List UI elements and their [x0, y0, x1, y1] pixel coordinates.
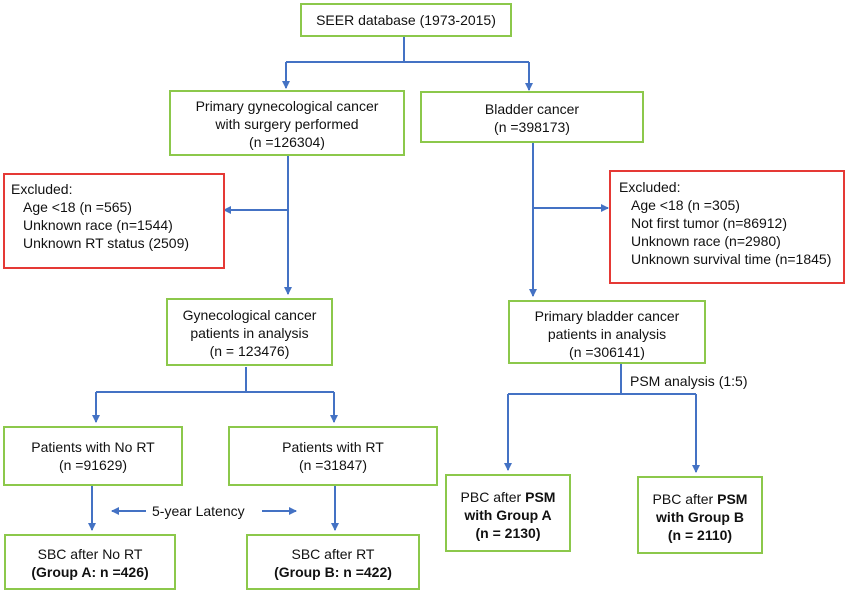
pbc-group-b-box: PBC after PSM with Group B (n = 2110) — [637, 476, 763, 554]
sbc-rt-box: SBC after RT (Group B: n =422) — [246, 534, 420, 590]
excluded-title: Excluded: — [619, 179, 681, 195]
bladder-excluded-box: Excluded: Age <18 (n =305) Not first tum… — [609, 170, 845, 284]
sbc-no-rt-box: SBC after No RT (Group A: n =426) — [4, 534, 176, 590]
bladder-cancer-box: Bladder cancer (n =398173) — [420, 91, 644, 143]
rt-box: Patients with RT (n =31847) — [228, 426, 438, 486]
gyn-excluded-box: Excluded: Age <18 (n =565) Unknown race … — [3, 173, 225, 269]
no-rt-box: Patients with No RT (n =91629) — [3, 426, 183, 486]
excluded-title: Excluded: — [11, 181, 73, 197]
latency-label: 5-year Latency — [152, 502, 245, 520]
gyn-primary-box: Primary gynecological cancer with surger… — [169, 90, 405, 156]
seer-database-box: SEER database (1973-2015) — [300, 3, 512, 37]
psm-analysis-label: PSM analysis (1:5) — [630, 372, 748, 390]
pbc-group-a-box: PBC after PSM with Group A (n = 2130) — [445, 474, 571, 552]
bladder-analysis-box: Primary bladder cancer patients in analy… — [508, 300, 706, 364]
gyn-analysis-box: Gynecological cancer patients in analysi… — [166, 298, 333, 366]
